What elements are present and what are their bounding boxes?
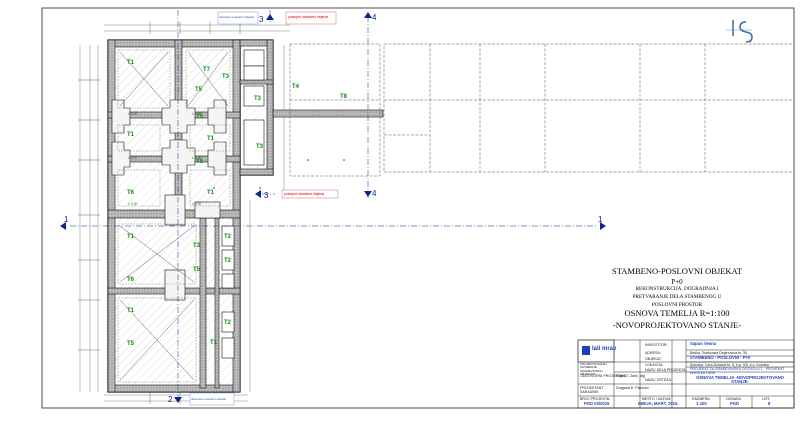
annotation-removed-top: uklonjeni postojeći objekat bbox=[219, 15, 254, 19]
place-date-value: INĐIJA, MART, 2015. bbox=[638, 401, 679, 406]
place-date-label: MESTO I DATUM: bbox=[642, 397, 672, 401]
sheet-border bbox=[41, 7, 795, 409]
company-logo-icon bbox=[582, 346, 590, 355]
phase-value: PGD bbox=[730, 401, 740, 406]
annotation-existing-top: postojeći stambeni objekat bbox=[288, 15, 328, 19]
small-rooms bbox=[221, 49, 265, 359]
part-value: PROJEKAT ZA GRAĐEVINSKU DOZVOLU 1 - PROJ… bbox=[690, 367, 785, 376]
section-mark-1-right: 1 bbox=[598, 215, 603, 224]
svg-text:± 0.00: ± 0.00 bbox=[128, 156, 138, 160]
annotation-removed-bottom: uklonjeni postojeći objekat bbox=[191, 397, 226, 401]
section-mark-3-top: 3 bbox=[259, 15, 264, 24]
investor-label: INVESTITOR: bbox=[645, 343, 668, 347]
foundation-labels: T1 T7 T3 T5 T1 T1 T4 T8 T3 T5 T3 T6 T5 T… bbox=[127, 60, 348, 347]
responsible-name: Rajko J. Zarić, dig bbox=[616, 374, 645, 378]
annotation-existing-mid: postojeći stambeni objekat bbox=[284, 192, 324, 196]
label-t1-g: T1 bbox=[210, 340, 218, 346]
section-mark-4-mid: 4 bbox=[372, 189, 377, 198]
label-t3-c: T3 bbox=[256, 144, 264, 150]
svg-text:± 0.00: ± 0.00 bbox=[192, 112, 202, 116]
section-mark-3-mid: 3 bbox=[264, 191, 269, 200]
section-mark-1-left: 1 bbox=[64, 215, 69, 224]
level-marks bbox=[213, 159, 345, 189]
north-arrow-icon bbox=[726, 20, 753, 43]
location-label: LOKACIJA: bbox=[645, 363, 664, 367]
label-t5-b: T5 bbox=[196, 114, 204, 120]
designer-name: Dragana D. Pavlović bbox=[616, 386, 649, 390]
drawing-label: NAZIV CRTEŽA: bbox=[645, 378, 672, 382]
designer-role: SARADNIK bbox=[580, 390, 599, 394]
phase-label: OZNAKA: bbox=[726, 397, 742, 401]
title-block bbox=[577, 339, 795, 409]
pad-footings bbox=[111, 99, 227, 301]
title-line-7: -NOVOPROJEKTOVANO STANJE- bbox=[612, 320, 742, 330]
label-t1-e: T1 bbox=[127, 234, 135, 240]
label-t1-f: T1 bbox=[127, 308, 135, 314]
company-subtitle: PROJEKTOVANJE I IZVOĐENJE GRAĐEVINSKIH O… bbox=[580, 362, 608, 377]
section-mark-2-bottom: 2 bbox=[168, 395, 173, 404]
label-t5-d: T5 bbox=[193, 267, 201, 273]
label-t1-b: T1 bbox=[127, 132, 135, 138]
section-markers bbox=[60, 12, 606, 403]
title-line-1: STAMBENO-POSLOVNI OBJEKAT bbox=[612, 266, 742, 276]
object-label: OBJEKAT: bbox=[645, 357, 662, 361]
title-line-4: PRETVARANJE DELA STAMBENOG U bbox=[632, 294, 722, 300]
svg-text:± 0.00: ± 0.00 bbox=[192, 156, 202, 160]
annotation-labels: postojeći stambeni objekat postojeći sta… bbox=[189, 11, 339, 406]
label-t2-c: T2 bbox=[224, 320, 232, 326]
scale-value: 1:100 bbox=[696, 401, 707, 406]
design-number-label: BROJ PROJEKTA: bbox=[580, 397, 611, 401]
existing-object-outline bbox=[289, 43, 795, 177]
svg-text:± 0.00: ± 0.00 bbox=[192, 202, 202, 206]
svg-text:± 0.00: ± 0.00 bbox=[128, 112, 138, 116]
title-line-6: OSNOVA TEMELJA R=1:100 bbox=[624, 308, 730, 318]
label-t5-e: T5 bbox=[127, 341, 135, 347]
part-label: NAZIV DELA PROJEKTA: bbox=[645, 368, 687, 372]
label-t4-a: T4 bbox=[292, 84, 300, 90]
company-name: lali mrav bbox=[592, 346, 617, 352]
drawing-value: OSNOVA TEMELJA -NOVOPROJEKTOVANO STANJE- bbox=[696, 375, 784, 385]
section-mark-4-top: 4 bbox=[372, 13, 377, 22]
scale-label: RAZMERA: bbox=[692, 397, 711, 401]
label-t8: T8 bbox=[340, 94, 348, 100]
label-t1-c: T1 bbox=[207, 136, 215, 142]
shaft-crosses bbox=[119, 51, 229, 381]
label-t5-a: T5 bbox=[195, 87, 203, 93]
title-line-5: POSLOVNI PROSTOR bbox=[651, 302, 703, 308]
title-line-2: P+0 bbox=[671, 278, 683, 286]
room-outlines bbox=[117, 49, 231, 383]
responsible-label: ODGOVORNI PROJEKTANT bbox=[580, 374, 627, 378]
sheet-label: LIST: bbox=[762, 397, 771, 401]
title-line-3: REKONSTRUKCIJA, DOGRADNJA I bbox=[635, 286, 719, 292]
investor-value: Sapun Vesna bbox=[690, 341, 717, 346]
label-t6-b: T6 bbox=[127, 277, 135, 283]
address-label: ADRESA: bbox=[645, 351, 661, 355]
design-number-value: PGD 03/2015 bbox=[584, 401, 610, 406]
object-value: STAMBENO - POSLOVNI - P+0 bbox=[690, 355, 751, 360]
sheet-value: 8 bbox=[768, 401, 771, 406]
address-value: Beška, Svetozara Dejanovića br. 35 bbox=[690, 351, 747, 355]
label-t6-a: T6 bbox=[127, 190, 135, 196]
label-t5-c: T5 bbox=[196, 159, 204, 165]
label-t2-a: T2 bbox=[224, 234, 232, 240]
label-t3-b: T3 bbox=[254, 96, 262, 102]
label-t1-d: T1 bbox=[207, 190, 215, 196]
label-t1-a: T1 bbox=[127, 60, 135, 66]
label-t3-d: T3 bbox=[193, 243, 201, 249]
label-t3-a: T3 bbox=[222, 74, 230, 80]
designer-label: PROJEKTANT bbox=[580, 386, 604, 390]
label-t7: T7 bbox=[203, 67, 211, 73]
svg-text:± 0.00: ± 0.00 bbox=[128, 202, 138, 206]
label-t2-b: T2 bbox=[224, 258, 232, 264]
location-value: Kuluska, Cara Dušana br. 5, k.p. 4/5, k.… bbox=[690, 363, 769, 367]
dimension-text: ± 0.00 ± 0.00 ± 0.00 ± 0.00 ± 0.00 ± 0.00 bbox=[128, 112, 202, 206]
